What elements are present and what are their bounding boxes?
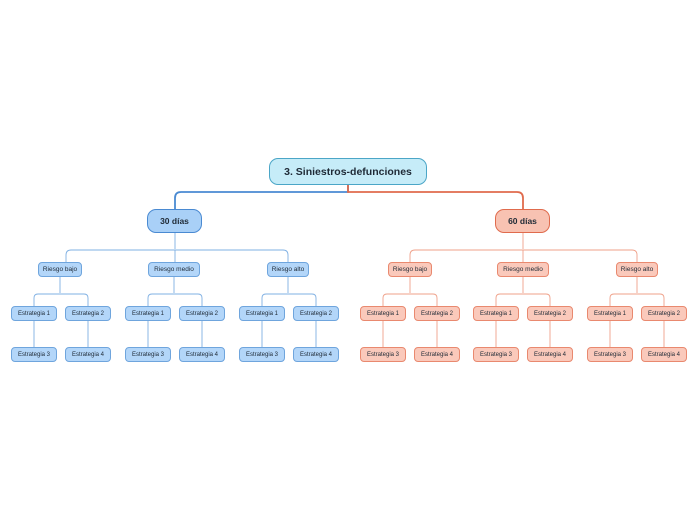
strategy-node[interactable]: Estrategia 1: [473, 306, 519, 321]
risk-alto-60[interactable]: Riesgo alto: [616, 262, 658, 277]
strategy-node[interactable]: Estrategia 2: [527, 306, 573, 321]
strategy-node[interactable]: Estrategia 3: [360, 347, 406, 362]
strategy-node[interactable]: Estrategia 4: [293, 347, 339, 362]
strategy-node[interactable]: Estrategia 1: [125, 306, 171, 321]
strategy-node[interactable]: Estrategia 3: [239, 347, 285, 362]
strategy-node[interactable]: Estrategia 4: [527, 347, 573, 362]
strategy-node[interactable]: Estrategia 1: [11, 306, 57, 321]
risk-bajo-60[interactable]: Riesgo bajo: [388, 262, 432, 277]
strategy-node[interactable]: Estrategia 2: [641, 306, 687, 321]
branch-60-dias[interactable]: 60 días: [495, 209, 550, 233]
strategy-node[interactable]: Estrategia 3: [11, 347, 57, 362]
connectors-30-dias: [33, 233, 317, 347]
strategy-node[interactable]: Estrategia 2: [179, 306, 225, 321]
connector-root-left: [174, 185, 349, 209]
connectors-60-dias: [382, 233, 665, 347]
risk-bajo-30[interactable]: Riesgo bajo: [38, 262, 82, 277]
strategy-node[interactable]: Estrategia 2: [414, 306, 460, 321]
strategy-node[interactable]: Estrategia 1: [360, 306, 406, 321]
strategy-node[interactable]: Estrategia 3: [587, 347, 633, 362]
risk-medio-30[interactable]: Riesgo medio: [148, 262, 200, 277]
strategy-node[interactable]: Estrategia 3: [125, 347, 171, 362]
root-topic[interactable]: 3. Siniestros-defunciones: [269, 158, 427, 185]
connector-root-right: [347, 185, 524, 209]
strategy-node[interactable]: Estrategia 1: [239, 306, 285, 321]
branch-30-dias[interactable]: 30 días: [147, 209, 202, 233]
strategy-node[interactable]: Estrategia 4: [641, 347, 687, 362]
strategy-node[interactable]: Estrategia 1: [587, 306, 633, 321]
strategy-node[interactable]: Estrategia 4: [414, 347, 460, 362]
strategy-node[interactable]: Estrategia 2: [65, 306, 111, 321]
strategy-node[interactable]: Estrategia 2: [293, 306, 339, 321]
strategy-node[interactable]: Estrategia 4: [179, 347, 225, 362]
strategy-node[interactable]: Estrategia 4: [65, 347, 111, 362]
risk-alto-30[interactable]: Riesgo alto: [267, 262, 309, 277]
risk-medio-60[interactable]: Riesgo medio: [497, 262, 549, 277]
strategy-node[interactable]: Estrategia 3: [473, 347, 519, 362]
